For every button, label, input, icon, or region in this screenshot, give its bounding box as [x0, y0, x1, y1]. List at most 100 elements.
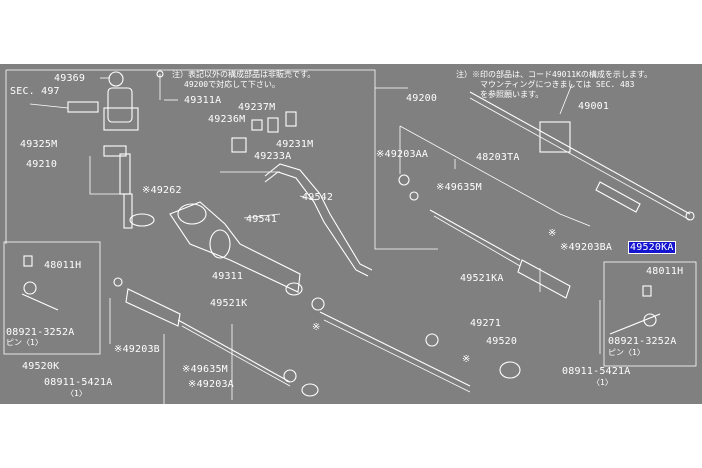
label-49542[interactable]: 49542 — [302, 192, 334, 203]
label-sec-497[interactable]: SEC. 497 — [10, 86, 60, 97]
label-08921-left[interactable]: 08921-3252A — [6, 327, 75, 338]
seal-49325M — [67, 101, 99, 113]
label-49521KA[interactable]: 49521KA — [460, 273, 504, 284]
pinion-nut — [103, 145, 127, 157]
nut-48011H-right — [642, 285, 652, 297]
highlighted-part-number[interactable]: 49520KA — [628, 241, 676, 254]
label-49635M-top[interactable]: ※49635M — [436, 182, 482, 193]
label-49262[interactable]: ※49262 — [142, 185, 182, 196]
label-08911-right[interactable]: 08911-5421A — [562, 366, 631, 377]
parts-diagram: 注）表記以外の構成部品は非販売です。 49200で対応して下さい。 注）※印の部… — [0, 64, 702, 404]
clamp-49203A — [283, 369, 297, 383]
label-49635M-bottom[interactable]: ※49635M — [182, 364, 228, 375]
label-49520[interactable]: 49520 — [486, 336, 518, 347]
mount-49520 — [499, 361, 521, 379]
bushing-49271-a — [311, 297, 325, 311]
label-49210[interactable]: 49210 — [26, 159, 58, 170]
note-left-line2: 49200で対応して下さい。 — [184, 80, 280, 89]
label-49203A[interactable]: ※49203A — [188, 379, 234, 390]
label-49520KA[interactable]: 49520KA — [628, 241, 676, 254]
label-48011H-right[interactable]: 48011H — [646, 266, 684, 277]
clamp-ring — [301, 383, 319, 397]
label-08911-left[interactable]: 08911-5421A — [44, 377, 113, 388]
seal-49237M-a — [251, 119, 263, 131]
hydraulic-line-49542 — [264, 163, 373, 271]
label-49520K[interactable]: 49520K — [22, 361, 60, 372]
label-49311[interactable]: 49311 — [212, 271, 244, 282]
label-49271[interactable]: 49271 — [470, 318, 502, 329]
valve-housing — [107, 87, 133, 123]
label-49203BA[interactable]: ※49203BA — [560, 242, 613, 253]
rack-bar-edge — [323, 319, 471, 393]
tie-rod-end-left — [21, 293, 59, 311]
leader-49210 — [89, 156, 128, 195]
boot-49203B — [125, 288, 181, 327]
label-pin-right: ピン〈1〉 — [608, 348, 645, 357]
rack-end — [685, 211, 695, 221]
star-mark-c: ※ — [548, 228, 557, 239]
housing-end-49311 — [285, 282, 303, 296]
seal-49236M — [231, 137, 247, 153]
seal-49231M — [285, 111, 297, 127]
inner-rod-49521KA-edge — [433, 215, 521, 267]
clamp-49635M-top — [409, 191, 419, 201]
gear-housing — [169, 201, 301, 293]
cap-49369 — [108, 71, 124, 87]
gear-housing-port — [177, 203, 207, 225]
label-49231M[interactable]: 49231M — [276, 139, 314, 150]
star-mark-b: ※ — [462, 354, 471, 365]
inset-box-49520K — [3, 241, 101, 355]
label-48203TA[interactable]: 48203TA — [476, 152, 520, 163]
label-49541[interactable]: 49541 — [246, 214, 278, 225]
leader-49541 — [243, 213, 281, 219]
ball-joint-left — [23, 281, 37, 295]
label-49236M[interactable]: 49236M — [208, 114, 246, 125]
inner-rod-49521KA — [429, 209, 521, 261]
label-49233A[interactable]: 49233A — [254, 151, 292, 162]
label-48011H-left[interactable]: 48011H — [44, 260, 82, 271]
note-left-line1: 注）表記以外の構成部品は非販売です。 — [172, 70, 316, 79]
boot-49203BA — [517, 259, 571, 299]
pinion-bearing — [129, 213, 155, 227]
hydraulic-line-49541 — [264, 171, 369, 277]
rack-assembly-edge — [469, 97, 691, 221]
rack-valve-housing — [539, 121, 571, 153]
label-49369[interactable]: 49369 — [54, 73, 86, 84]
label-08921-right[interactable]: 08921-3252A — [608, 336, 677, 347]
note-right-line1: 注）※印の部品は、コード49011Kの構成を示します。 — [456, 70, 653, 79]
label-49521K[interactable]: 49521K — [210, 298, 248, 309]
label-49325M[interactable]: 49325M — [20, 139, 58, 150]
label-49311A[interactable]: 49311A — [184, 95, 222, 106]
leader-49542 — [299, 195, 317, 201]
nut-48011H-left — [23, 255, 33, 267]
label-49203AA[interactable]: ※49203AA — [376, 149, 429, 160]
inner-rod-edge — [181, 325, 291, 387]
diagram-linework — [3, 69, 697, 404]
ball-joint-right — [643, 313, 657, 327]
leader-49001 — [559, 83, 573, 115]
assembly-frame-49200 — [6, 69, 438, 250]
rack-boot-right — [595, 181, 641, 213]
bolt-head — [156, 70, 164, 78]
label-pin-left: ピン〈1〉 — [6, 338, 43, 347]
valve-flange — [103, 107, 139, 131]
label-qty-right: 〈1〉 — [592, 378, 613, 387]
clamp-49203AA — [398, 174, 410, 186]
inset-box-49520KA — [603, 261, 697, 367]
label-49001[interactable]: 49001 — [578, 101, 610, 112]
tie-rod-end-right — [609, 313, 661, 335]
gear-housing-ring — [209, 229, 231, 259]
label-49200[interactable]: 49200 — [406, 93, 438, 104]
pinion-shaft — [119, 153, 131, 195]
label-49237M[interactable]: 49237M — [238, 102, 276, 113]
seal-49237M-b — [267, 117, 279, 133]
rack-bar — [319, 311, 471, 387]
inner-rod-49521K — [177, 319, 291, 383]
label-49203B[interactable]: ※49203B — [114, 344, 160, 355]
star-mark-a: ※ — [312, 322, 321, 333]
rack-assembly-49001 — [469, 91, 691, 215]
kit-frame-top — [399, 125, 591, 227]
pipe-stub — [29, 103, 69, 109]
note-right-line3: を参照願います。 — [480, 90, 544, 99]
